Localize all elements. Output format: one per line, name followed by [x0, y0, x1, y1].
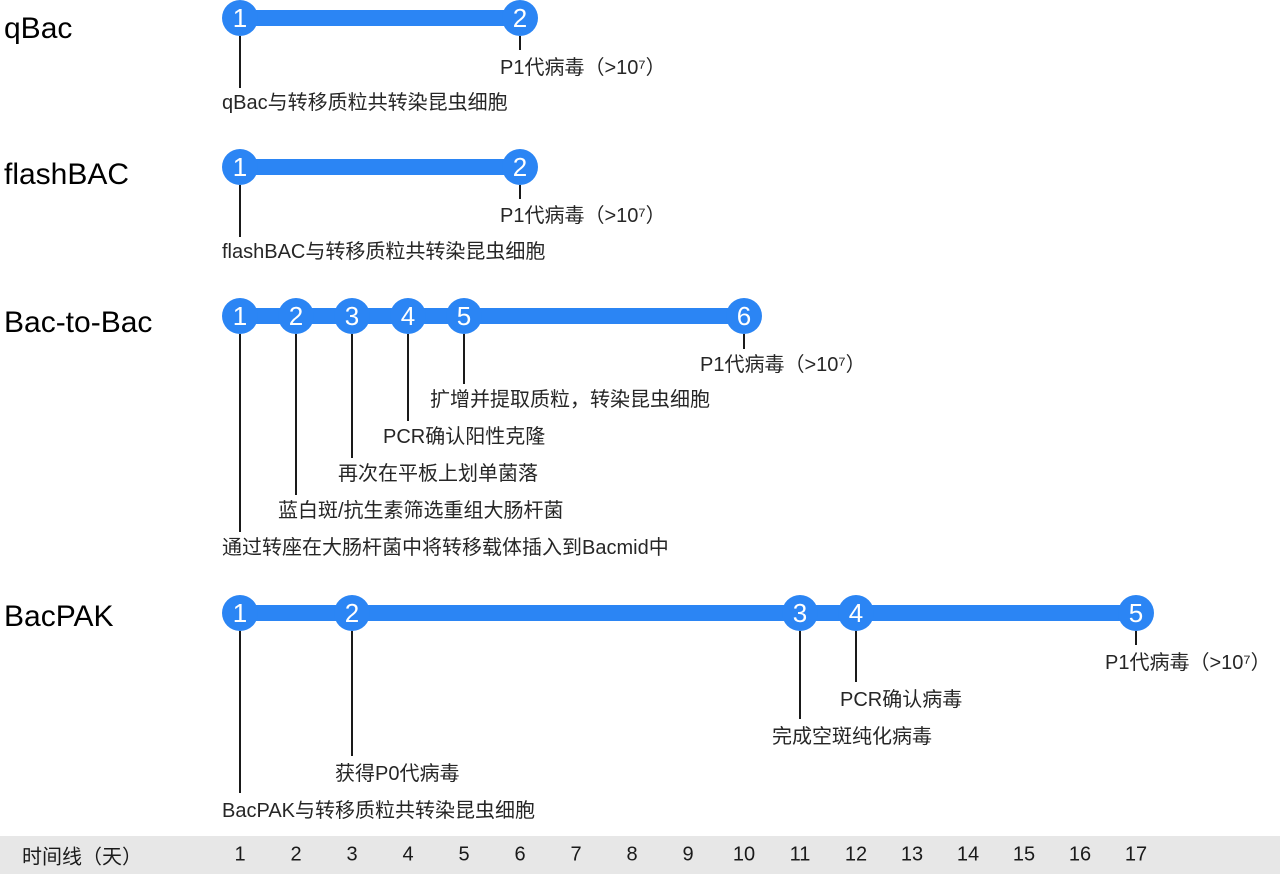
- axis-tick-day-4: 4: [402, 843, 414, 866]
- node-annotation: P1代病毒（>10⁷）: [1105, 652, 1271, 674]
- node-annotation: P1代病毒（>10⁷）: [500, 205, 666, 227]
- timeline-node-2: 2: [278, 298, 314, 334]
- leader-line: [239, 185, 241, 237]
- node-annotation: 完成空斑纯化病毒: [772, 726, 932, 748]
- axis-tick-day-2: 2: [290, 843, 302, 866]
- leader-line: [239, 334, 241, 532]
- timeline-node-1: 1: [222, 0, 258, 36]
- leader-line: [463, 334, 465, 384]
- row-label-qbac: qBac: [4, 12, 73, 45]
- timeline-node-5: 5: [446, 298, 482, 334]
- timeline-node-1: 1: [222, 149, 258, 185]
- node-annotation: qBac与转移质粒共转染昆虫细胞: [222, 92, 508, 114]
- timeline-bar-flashbac: [240, 159, 520, 175]
- axis-tick-day-6: 6: [514, 843, 526, 866]
- timeline-node-2: 2: [334, 595, 370, 631]
- timeline-bar-bacpak: [240, 605, 1136, 621]
- leader-line: [855, 631, 857, 682]
- timeline-bar-qbac: [240, 10, 520, 26]
- leader-line: [743, 334, 745, 349]
- node-annotation: BacPAK与转移质粒共转染昆虫细胞: [222, 800, 535, 822]
- node-annotation: P1代病毒（>10⁷）: [500, 57, 666, 79]
- node-annotation: flashBAC与转移质粒共转染昆虫细胞: [222, 241, 546, 263]
- timeline-node-4: 4: [838, 595, 874, 631]
- leader-line: [519, 185, 521, 199]
- timeline-node-5: 5: [1118, 595, 1154, 631]
- axis-tick-day-9: 9: [682, 843, 694, 866]
- node-annotation: 再次在平板上划单菌落: [338, 463, 538, 485]
- axis-tick-day-12: 12: [844, 843, 868, 866]
- axis-tick-day-17: 17: [1124, 843, 1148, 866]
- axis-tick-day-14: 14: [956, 843, 980, 866]
- row-label-bac-to-bac: Bac-to-Bac: [4, 306, 153, 339]
- timeline-node-2: 2: [502, 0, 538, 36]
- leader-line: [519, 36, 521, 50]
- timeline-node-4: 4: [390, 298, 426, 334]
- axis-tick-day-10: 10: [732, 843, 756, 866]
- timeline-node-3: 3: [782, 595, 818, 631]
- leader-line: [799, 631, 801, 719]
- timeline-bar-bac-to-bac: [240, 308, 744, 324]
- leader-line: [295, 334, 297, 495]
- leader-line: [351, 334, 353, 458]
- node-annotation: 扩增并提取质粒，转染昆虫细胞: [430, 389, 710, 411]
- axis-tick-day-11: 11: [789, 843, 811, 866]
- row-label-bacpak: BacPAK: [4, 600, 114, 633]
- axis-tick-day-1: 1: [234, 843, 246, 866]
- node-annotation: 蓝白斑/抗生素筛选重组大肠杆菌: [278, 500, 564, 522]
- row-label-flashbac: flashBAC: [4, 158, 130, 191]
- axis-tick-day-8: 8: [626, 843, 638, 866]
- leader-line: [239, 631, 241, 793]
- timeline-node-1: 1: [222, 595, 258, 631]
- node-annotation: PCR确认阳性克隆: [383, 426, 546, 448]
- node-annotation: PCR确认病毒: [840, 689, 963, 711]
- time-axis-title: 时间线（天）: [22, 846, 142, 869]
- leader-line: [239, 36, 241, 88]
- axis-tick-day-5: 5: [458, 843, 470, 866]
- node-annotation: 通过转座在大肠杆菌中将转移载体插入到Bacmid中: [222, 537, 669, 559]
- timeline-node-1: 1: [222, 298, 258, 334]
- node-annotation: 获得P0代病毒: [335, 763, 460, 785]
- timeline-node-3: 3: [334, 298, 370, 334]
- axis-tick-day-15: 15: [1012, 843, 1036, 866]
- node-annotation: P1代病毒（>10⁷）: [700, 354, 866, 376]
- timeline-node-2: 2: [502, 149, 538, 185]
- leader-line: [351, 631, 353, 756]
- timeline-node-6: 6: [726, 298, 762, 334]
- axis-tick-day-7: 7: [570, 843, 582, 866]
- axis-tick-day-16: 16: [1068, 843, 1092, 866]
- axis-tick-day-3: 3: [346, 843, 358, 866]
- leader-line: [407, 334, 409, 421]
- leader-line: [1135, 631, 1137, 645]
- axis-tick-day-13: 13: [900, 843, 924, 866]
